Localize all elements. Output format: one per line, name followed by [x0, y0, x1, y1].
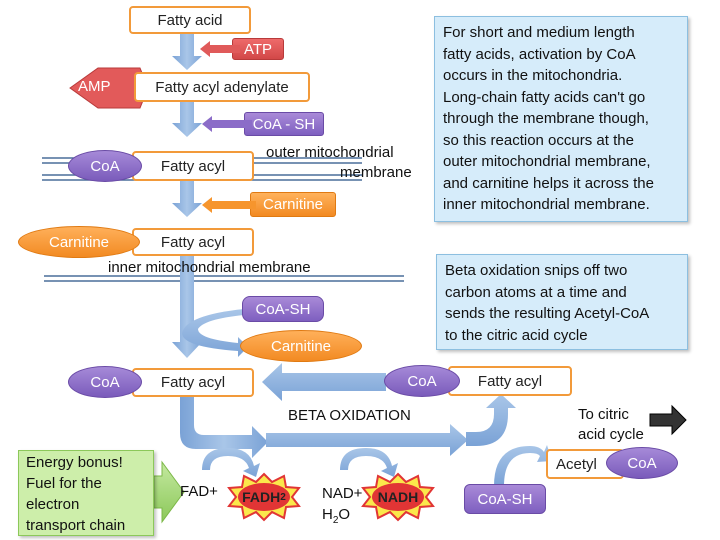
fatty-acyl-label: Fatty acyl [160, 374, 226, 391]
energy-bonus-text: Energy bonus! Fuel for the electron tran… [26, 454, 126, 534]
citric-cycle-arrow [649, 404, 687, 436]
coa-sh-tag-2: CoA-SH [242, 296, 324, 322]
fad-label: FAD+ [180, 483, 218, 500]
coa-sh-label: CoA-SH [255, 300, 311, 318]
coa-ellipse-4: CoA [606, 447, 678, 479]
atp-label: ATP [243, 40, 273, 58]
activation-note: For short and medium length fatty acids,… [434, 16, 688, 222]
nad-curve-arrow [340, 448, 398, 477]
beta-oxidation-arrow [266, 424, 468, 456]
energy-bonus-box [18, 450, 154, 536]
coa-sh-label: CoA-SH [477, 490, 533, 508]
fad-curve-arrow [202, 448, 260, 477]
fatty-acyl-box-4: Fatty acyl [448, 366, 572, 396]
return-arrow [262, 363, 386, 401]
carnitine-label: Carnitine [270, 337, 332, 355]
inner-membrane-lines [44, 275, 404, 282]
coa-label: CoA [627, 454, 657, 472]
to-citric-label: To citric acid cycle [578, 406, 644, 443]
fatty-acyl-label: Fatty acyl [477, 372, 543, 390]
carnitine-label: Carnitine [48, 233, 110, 251]
carnitine-arrow-icon [202, 197, 256, 213]
beta-oxidation-label: BETA OXIDATION [288, 407, 411, 424]
energy-green-arrow [153, 460, 185, 524]
coa-ellipse-1: CoA [68, 150, 142, 182]
coa-label: CoA [90, 373, 120, 391]
coa-sh-tag-1: CoA - SH [244, 112, 324, 136]
fatty-acid-label: Fatty acid [157, 11, 223, 29]
fatty-acyl-adenylate-box: Fatty acyl adenylate [134, 72, 310, 102]
fatty-acyl-label: Fatty acyl [160, 157, 226, 175]
amp-label: AMP [78, 78, 111, 95]
nad-h2o-label: NAD+ H2O [322, 485, 363, 526]
coa-label: CoA [407, 372, 437, 390]
coa-sh-tag-3: CoA-SH [464, 484, 546, 514]
coa-ellipse-3: CoA [384, 365, 460, 397]
inner-membrane-label: inner mitochondrial membrane [108, 259, 311, 276]
fatty-acid-box: Fatty acid [129, 6, 251, 34]
outer-membrane-label-2: membrane [340, 164, 412, 181]
carnitine-tag-in: Carnitine [250, 192, 336, 217]
carnitine-ellipse-out: Carnitine [240, 330, 362, 362]
beta-oxidation-note: Beta oxidation snips off two carbon atom… [436, 254, 688, 350]
coa-sh-curve-arrow [182, 309, 248, 357]
fatty-acyl-label: Fatty acyl [160, 233, 226, 251]
vertical-flow-arrows [172, 34, 268, 458]
coa-sh-arrow-icon [202, 116, 252, 132]
outer-membrane-label-1: outer mitochondrial [266, 144, 394, 161]
coa-sh-label: CoA - SH [252, 115, 316, 133]
coa-sh-bottom-curve-arrow [494, 445, 552, 486]
atp-tag: ATP [232, 38, 284, 60]
recycle-up-arrow [466, 394, 516, 446]
fatty-acyl-box-3: Fatty acyl [132, 368, 254, 397]
fatty-acyl-box-1: Fatty acyl [132, 151, 254, 181]
fatty-acyl-adenylate-label: Fatty acyl adenylate [155, 78, 289, 96]
atp-arrow-icon [200, 41, 240, 57]
acetyl-label: Acetyl [556, 455, 597, 473]
coa-label: CoA [90, 157, 120, 175]
coa-ellipse-2: CoA [68, 366, 142, 398]
fatty-acyl-box-2: Fatty acyl [132, 228, 254, 256]
carnitine-ellipse-bound: Carnitine [18, 226, 140, 258]
carnitine-label: Carnitine [262, 196, 324, 213]
nadh-label: NADH [377, 489, 419, 505]
